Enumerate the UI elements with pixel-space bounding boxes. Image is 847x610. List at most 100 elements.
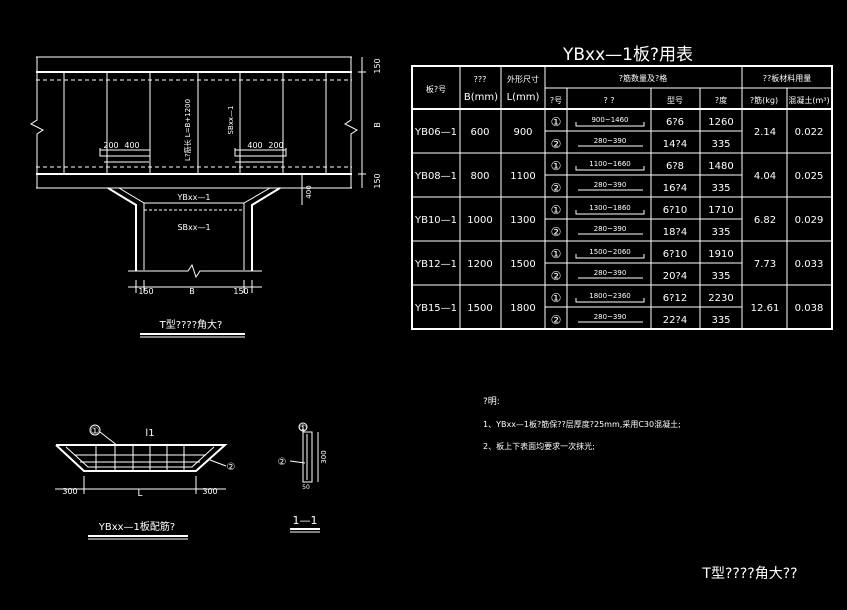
- mark-1: ①: [551, 159, 562, 173]
- table-title: YBxx—1板?用表: [562, 45, 693, 65]
- hdr-len: ?度: [715, 95, 727, 105]
- svg-text:280~390: 280~390: [594, 137, 627, 145]
- table-row: YB10—1 1000 1300 ① ② 1300~1860 280~390 6…: [414, 203, 823, 239]
- section-dim-300: 300: [320, 450, 328, 463]
- detail-l1: l1: [145, 428, 154, 439]
- dim-bot-150-left: 150: [138, 287, 153, 296]
- table-row: YB15—1 1500 1800 ① ② 1800~2360 280~390 6…: [414, 291, 823, 327]
- svg-text:900~1460: 900~1460: [591, 116, 628, 124]
- svg-text:YB06—1: YB06—1: [414, 127, 457, 138]
- table-row: YB08—1 800 1100 ① ② 1100~1660 280~390 6?…: [414, 159, 823, 195]
- dim-150-top: 150: [373, 58, 382, 73]
- svg-text:1500: 1500: [467, 303, 492, 314]
- svg-text:1500: 1500: [510, 259, 535, 270]
- mark-2: ②: [551, 181, 562, 195]
- plan-label-sb: SBxx—1: [177, 223, 210, 232]
- plan-rebar-length: L?筋长 L=B+1200: [183, 99, 192, 161]
- dim-bot-b: B: [189, 287, 195, 296]
- svg-text:0.025: 0.025: [795, 171, 824, 182]
- svg-text:7.73: 7.73: [754, 259, 776, 270]
- svg-text:6?10: 6?10: [663, 249, 687, 260]
- svg-text:280~390: 280~390: [594, 181, 627, 189]
- svg-text:2230: 2230: [708, 293, 733, 304]
- notes-heading: ?明:: [483, 396, 500, 407]
- plan-sb-label: SBxx—1: [227, 106, 235, 135]
- svg-text:6?8: 6?8: [666, 161, 684, 172]
- svg-text:14?4: 14?4: [663, 139, 687, 150]
- mark-2: ②: [551, 313, 562, 327]
- svg-text:0.029: 0.029: [795, 215, 824, 226]
- svg-text:280~390: 280~390: [594, 313, 627, 321]
- detail-300-left: 300: [62, 487, 77, 496]
- mark-2: ②: [551, 225, 562, 239]
- table-row: YB06—1 600 900 ① ② 900~1460 280~390 6?6 …: [414, 115, 823, 151]
- reinforcement-detail: ① ② l1 L 300 300 YBxx—1板配筋?: [55, 424, 235, 540]
- svg-text:335: 335: [711, 139, 730, 150]
- svg-text:1100~1660: 1100~1660: [589, 160, 631, 168]
- svg-text:6?6: 6?6: [666, 117, 684, 128]
- svg-text:YB12—1: YB12—1: [414, 259, 457, 270]
- svg-text:22?4: 22?4: [663, 315, 687, 326]
- mark-2: ②: [551, 269, 562, 283]
- section-mark-2: ②: [278, 457, 287, 468]
- svg-text:335: 335: [711, 315, 730, 326]
- svg-text:1200: 1200: [467, 259, 492, 270]
- svg-text:0.033: 0.033: [795, 259, 824, 270]
- mark-1: ①: [551, 115, 562, 129]
- hdr-l-bot: L(mm): [507, 92, 540, 103]
- svg-text:800: 800: [470, 171, 489, 182]
- svg-text:6?10: 6?10: [663, 205, 687, 216]
- svg-text:335: 335: [711, 271, 730, 282]
- notes-line-1: 1、YBxx—1板?筋保??层厚度?25mm,采用C30混凝土;: [483, 419, 681, 429]
- dim-200-right: 200: [268, 141, 283, 150]
- hdr-type: 型号: [667, 96, 683, 105]
- svg-text:1100: 1100: [510, 171, 535, 182]
- svg-text:1800~2360: 1800~2360: [589, 292, 631, 300]
- table-row: YB12—1 1200 1500 ① ② 1500~2060 280~390 6…: [414, 247, 823, 283]
- dim-400-left: 400: [124, 141, 139, 150]
- svg-text:900: 900: [513, 127, 532, 138]
- mark-1: ①: [551, 247, 562, 261]
- svg-text:YB08—1: YB08—1: [414, 171, 457, 182]
- section-mark-1: ①: [299, 424, 307, 434]
- mark-1: ①: [551, 203, 562, 217]
- notes-line-2: 2、板上下表面均要求一次抹光;: [483, 441, 595, 451]
- plan-label-yb: YBxx—1: [177, 193, 211, 202]
- plan-caption: T型????角大?: [159, 318, 223, 331]
- svg-text:4.04: 4.04: [754, 171, 776, 182]
- hdr-concrete: 混凝土(m³): [788, 95, 829, 105]
- section-1-1: ① ② 300 50 1—1: [278, 422, 328, 533]
- svg-text:12.61: 12.61: [751, 303, 780, 314]
- dim-400-side: 400: [305, 185, 313, 198]
- svg-text:600: 600: [470, 127, 489, 138]
- svg-text:1500~2060: 1500~2060: [589, 248, 631, 256]
- detail-l: L: [137, 489, 142, 499]
- svg-text:6?12: 6?12: [663, 293, 687, 304]
- svg-text:16?4: 16?4: [663, 183, 687, 194]
- svg-text:2.14: 2.14: [754, 127, 776, 138]
- hdr-material-group: ??板材料用量: [763, 73, 812, 83]
- svg-text:20?4: 20?4: [663, 271, 687, 282]
- dim-b-right: B: [373, 122, 382, 128]
- mark-2: ②: [551, 137, 562, 151]
- svg-text:1710: 1710: [708, 205, 733, 216]
- svg-text:335: 335: [711, 183, 730, 194]
- svg-text:1480: 1480: [708, 161, 733, 172]
- svg-text:1800: 1800: [510, 303, 535, 314]
- detail-300-right: 300: [202, 487, 217, 496]
- svg-text:YB15—1: YB15—1: [414, 303, 457, 314]
- svg-text:18?4: 18?4: [663, 227, 687, 238]
- footer-title: T型????角大??: [701, 566, 797, 582]
- svg-text:1300: 1300: [510, 215, 535, 226]
- hdr-shape: ? ?: [603, 96, 614, 105]
- hdr-b-top: ???: [474, 75, 487, 84]
- svg-text:335: 335: [711, 227, 730, 238]
- section-dim-50: 50: [302, 484, 310, 491]
- dim-200-left: 200: [103, 141, 118, 150]
- svg-text:0.038: 0.038: [795, 303, 824, 314]
- svg-text:0.022: 0.022: [795, 127, 824, 138]
- svg-text:1260: 1260: [708, 117, 733, 128]
- hdr-steel: ?筋(kg): [750, 95, 778, 105]
- notes: ?明: 1、YBxx—1板?筋保??层厚度?25mm,采用C30混凝土; 2、板…: [483, 396, 681, 451]
